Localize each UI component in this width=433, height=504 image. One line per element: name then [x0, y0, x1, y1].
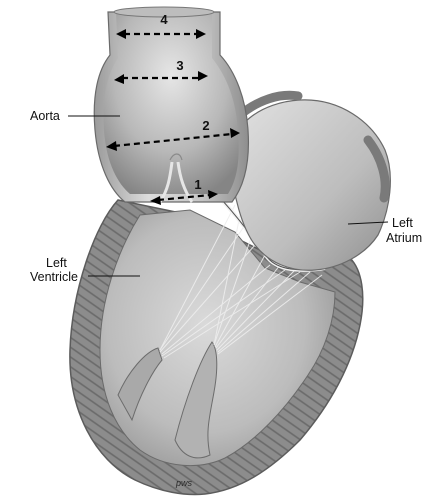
left-atrium	[230, 95, 390, 270]
left-ventricle-label-line2: Ventricle	[30, 270, 78, 284]
aorta	[94, 7, 248, 202]
left-atrium-label-line1: Left	[392, 216, 413, 230]
left-ventricle-label-line1: Left	[46, 256, 67, 270]
artist-signature: pws	[175, 478, 193, 488]
measurement-label-3: 3	[176, 58, 183, 73]
left-atrium-label-line2: Atrium	[386, 231, 422, 245]
measurement-label-2: 2	[202, 118, 209, 133]
measurement-label-4: 4	[160, 12, 168, 27]
aorta-label: Aorta	[30, 109, 60, 123]
measurement-label-1: 1	[194, 177, 201, 192]
